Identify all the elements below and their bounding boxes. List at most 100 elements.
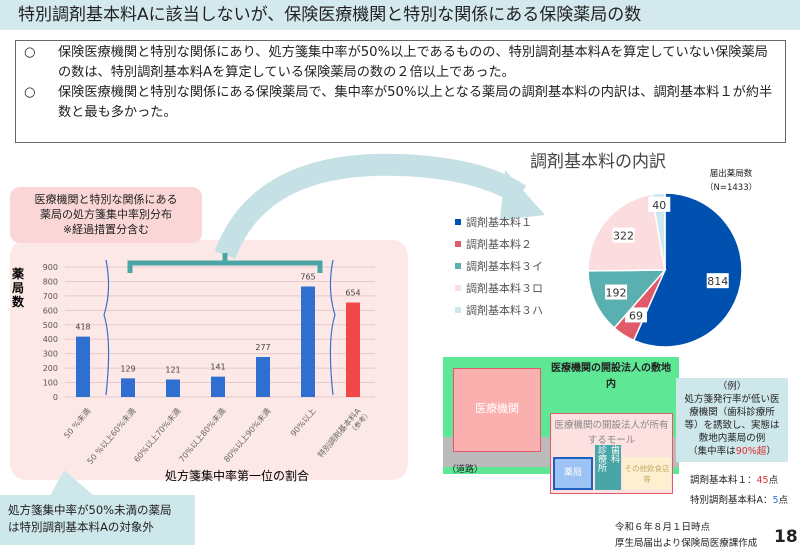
bar [211, 376, 225, 397]
arc-arrow [214, 153, 545, 260]
summary-text: 保険医療機関と特別な関係にあり、処方箋集中率が50%以上であるものの、特別調剤基… [58, 45, 768, 80]
summary-item: ○ 保険医療機関と特別な関係にある保険薬局で、集中率が50%以上となる薬局の調剤基… [24, 83, 777, 123]
example-line: 等）を誘致し、実態は [684, 420, 780, 431]
legend-swatch [455, 241, 461, 247]
example-callout: （例） 処方箋発行率が低い医 療機関（歯科診療所 等）を誘致し、実態は 敷地内薬… [676, 378, 788, 462]
slice-value-label: 40 [652, 199, 666, 212]
callout-line: 薬局の処方箋集中率別分布 [40, 208, 172, 221]
slice-value-label: 322 [613, 230, 634, 243]
pie-note-line: （N=1433） [705, 183, 758, 193]
summary-box: ○ 保険医療機関と特別な関係にあり、処方箋集中率が50%以上であるものの、特別調剤… [15, 40, 786, 143]
bar [301, 286, 315, 397]
footer-source: 厚生局届出より保険局医療課作成 [615, 538, 758, 549]
legend-item: 調剤基本料３イ [455, 258, 543, 274]
example-line: 敷地内薬局の例 [698, 433, 766, 444]
slice-value-label: 814 [707, 275, 728, 288]
page-number: 18 [774, 527, 798, 547]
legend-label: 調剤基本料３ロ [466, 282, 543, 295]
example-line: 療機関（歯科診療所 [689, 407, 775, 418]
y-tick-label: 300 [43, 350, 58, 359]
x-tick-label: 50 %以上60%未満 [85, 406, 138, 466]
bar-value-label: 277 [255, 343, 270, 352]
bracket [127, 253, 323, 273]
bar-value-label: 129 [120, 364, 135, 373]
legend-item: 調剤基本料２ [455, 236, 532, 252]
bar-value-label: 765 [300, 273, 315, 282]
mall-box: 医療機関の開設法人が所有するモール 薬局 診療所歯科 その他飲食店等 [550, 413, 673, 494]
x-tick-label: 80%以上90%未満 [221, 406, 272, 464]
summary-text: 保険医療機関と特別な関係にある保険薬局で、集中率が50%以上となる薬局の調剤基本… [58, 85, 773, 120]
slice-value-label: 69 [629, 309, 643, 322]
pie-note: 届出薬局数 （N=1433） [705, 167, 757, 195]
slice-value-label: 192 [606, 287, 627, 300]
legend-label: 調剤基本料１ [466, 216, 532, 229]
legend-swatch [455, 307, 461, 313]
summary-item: ○ 保険医療機関と特別な関係にあり、処方箋集中率が50%以上であるものの、特別調剤… [24, 43, 777, 83]
bar-value-label: 121 [165, 366, 180, 375]
bar [346, 302, 360, 397]
fee-unit: 点 [768, 475, 779, 486]
axis-break [329, 259, 336, 396]
legend-swatch [455, 263, 461, 269]
y-tick-label: 0 [53, 393, 58, 402]
y-tick-label: 500 [43, 321, 58, 330]
legend-item: 調剤基本料１ [455, 214, 532, 230]
bar-value-label: 654 [345, 289, 360, 298]
fee-label: 特別調剤基本料A： [690, 495, 773, 506]
slice-label-bg [648, 196, 671, 212]
bullet: ○ [24, 45, 36, 60]
note-line: は特別調剤基本料Aの対象外 [8, 520, 154, 534]
y-tick-label: 400 [43, 335, 58, 344]
fee-unit: 点 [778, 495, 789, 506]
callout-line: ※経過措置分含む [62, 223, 150, 236]
bar [121, 378, 135, 397]
legend-label: 調剤基本料３イ [466, 260, 543, 273]
dental-label: 歯科 [609, 445, 619, 463]
x-axis-label: 処方箋集中率第一位の割合 [165, 468, 309, 483]
footer: 令和６年８月１日時点厚生局届出より保険局医療課作成 [615, 520, 757, 552]
note-box: 処方箋集中率が50%未満の薬局 は特別調剤基本料Aの対象外 [0, 495, 195, 545]
axis-break [103, 259, 110, 396]
example-line: （例） [717, 381, 747, 392]
callout-line: 医療機関と特別な関係にある [34, 193, 178, 206]
pie-slice [650, 192, 666, 271]
legend-item: 調剤基本料３ロ [455, 280, 543, 296]
legend-label: 調剤基本料２ [466, 238, 532, 251]
y-tick-label: 600 [43, 306, 58, 315]
x-tick-label: 70%以上80%未満 [176, 406, 227, 464]
feeA: 特別調剤基本料A：5点 [690, 492, 788, 506]
example-line: 処方箋発行率が低い医 [684, 394, 780, 405]
bar [166, 379, 180, 397]
example-text: （集中率は [688, 446, 736, 457]
bullet: ○ [24, 85, 36, 100]
bar-value-label: 418 [75, 323, 90, 332]
legend-item: 調剤基本料３ハ [455, 302, 543, 318]
site-diagram: （道路） 医療機関 医療機関の開設法人の敷地内 医療機関の開設法人が所有するモー… [443, 357, 679, 494]
hospital-box: 医療機関 [453, 368, 541, 452]
site-label: 医療機関の開設法人の敷地内 [551, 363, 671, 390]
chart-callout: 医療機関と特別な関係にある 薬局の処方箋集中率別分布 ※経過措置分含む [10, 187, 202, 243]
highlight-text: 90%超 [735, 446, 767, 457]
fee-label: 調剤基本料１： [690, 475, 757, 486]
pie-title: 調剤基本料の内訳 [530, 152, 666, 172]
road-label: （道路） [447, 465, 484, 475]
mall-label: 医療機関の開設法人が所有するモール [554, 420, 669, 446]
x-tick-label: 60%以上70%未満 [131, 406, 182, 464]
note-line: 処方箋集中率が50%未満の薬局 [8, 503, 172, 517]
pie-note-line: 届出薬局数 [709, 169, 753, 179]
footer-date: 令和６年８月１日時点 [615, 522, 711, 533]
slice-label-bg [605, 284, 628, 300]
legend-swatch [455, 219, 461, 225]
fee-value: 45 [756, 475, 769, 486]
page-title: 特別調剤基本料Aに該当しないが、保険医療機関と特別な関係にある保険薬局の数 [0, 0, 800, 30]
note-pointer [50, 470, 94, 496]
fee1: 調剤基本料１：45点 [690, 472, 778, 486]
y-tick-label: 900 [43, 263, 58, 272]
slice-label-bg [624, 307, 647, 323]
y-tick-label: 100 [43, 379, 58, 388]
example-text: ） [766, 446, 776, 457]
legend-label: 調剤基本料３ハ [466, 304, 543, 317]
y-axis-label: 薬局数 [12, 266, 25, 309]
